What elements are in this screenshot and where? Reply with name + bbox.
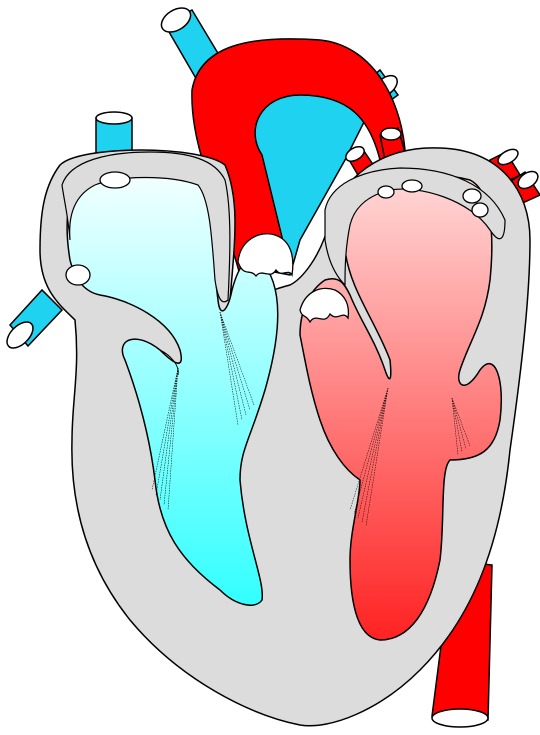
pulmonary-vein-opening-3 [472, 203, 488, 217]
pulmonary-vein-opening-1 [402, 180, 422, 192]
ivc-opening [66, 265, 90, 285]
superior-vena-cava [96, 112, 132, 155]
inferior-vena-cava [2, 290, 62, 353]
svc-opening [100, 172, 130, 188]
pulmonary-vein-opening-2 [463, 189, 481, 203]
pulmonary-vein-opening-4 [378, 186, 394, 198]
